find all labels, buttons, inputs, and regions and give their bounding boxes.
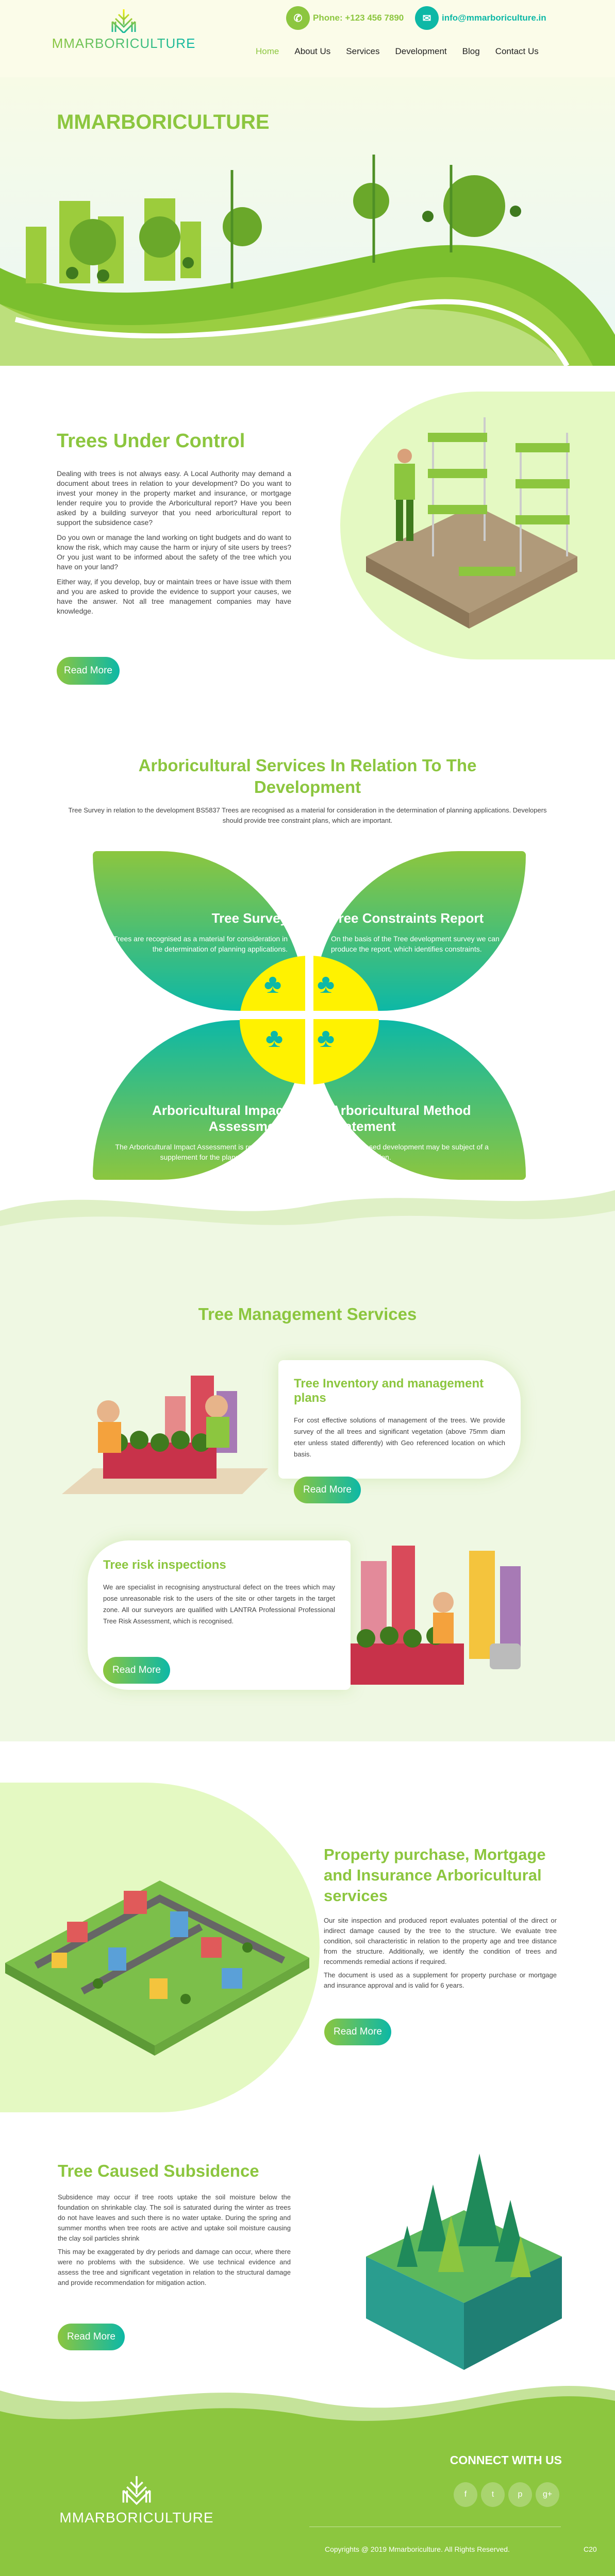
social-links: f t p g+ <box>454 2482 559 2507</box>
card-title: Tree risk inspections <box>103 1558 226 1572</box>
isometric-city-illustration <box>5 1880 309 2056</box>
card-text: The Arboricultural Impact Assessment is … <box>115 1143 288 1161</box>
vertical-farm-illustration <box>366 417 577 629</box>
subsidence-read-more-button[interactable]: Read More <box>58 2324 125 2350</box>
floating-island-illustration <box>366 2154 562 2370</box>
main-nav: Home About Us Services Development Blog … <box>256 46 539 57</box>
hero-title: MMARBORICULTURE <box>57 111 270 133</box>
site-footer <box>0 2432 615 2576</box>
card-title: Tree Constraints Report <box>331 910 484 926</box>
subsidence-paragraph: Subsidence may occur if tree roots uptak… <box>58 2193 291 2242</box>
card-title: Arboricultural Method Statement <box>331 1103 471 1134</box>
google-plus-icon[interactable]: g+ <box>536 2482 559 2507</box>
green-city-illustration <box>0 155 615 366</box>
services-title: Arboricultural Services In Relation To T… <box>138 756 477 796</box>
inventory-read-more-button[interactable]: Read More <box>294 1477 361 1503</box>
twitter-icon[interactable]: t <box>481 2482 505 2507</box>
intro-paragraph: Do you own or manage the land working on… <box>57 533 291 571</box>
logo-tree-icon <box>111 9 136 35</box>
connect-heading: CONNECT WITH US <box>450 2453 562 2467</box>
footer-logo[interactable]: MMARBORICULTURE <box>52 2473 222 2526</box>
copyright-text: Copyrights @ 2019 Mmarboriculture. All R… <box>325 2545 510 2553</box>
pinterest-icon[interactable]: p <box>508 2482 532 2507</box>
property-paragraph: Our site inspection and produced report … <box>324 1917 557 1965</box>
property-read-more-button[interactable]: Read More <box>324 2019 391 2045</box>
risk-read-more-button[interactable]: Read More <box>103 1657 170 1684</box>
nav-development[interactable]: Development <box>395 46 447 56</box>
gardeners-illustration <box>62 1376 268 1494</box>
divider <box>88 1011 531 1019</box>
card-title: Arboricultural Impact Assessment <box>152 1103 288 1134</box>
services-subtitle: Tree Survey in relation to the developme… <box>68 806 547 824</box>
property-title: Property purchase, Mortgage and Insuranc… <box>324 1845 546 1905</box>
subsidence-title: Tree Caused Subsidence <box>58 2161 259 2180</box>
footer-brand: MMARBORICULTURE <box>59 2510 214 2526</box>
nav-blog[interactable]: Blog <box>462 46 480 56</box>
greenhouse-illustration <box>351 1546 521 1685</box>
footer-wave <box>0 2386 615 2437</box>
phone-icon: ✆ <box>286 6 310 30</box>
intro-paragraph: Dealing with trees is not always easy. A… <box>57 469 291 527</box>
card-text: On the basis of the Tree development sur… <box>331 935 500 953</box>
card-text: We are specialist in recognising anystru… <box>103 1583 335 1625</box>
tree-icon: ♣ <box>264 969 282 999</box>
hero-banner: MMARBORICULTURE <box>0 77 615 366</box>
intro-text: Dealing with trees is not always easy. A… <box>57 469 291 616</box>
property-paragraph: The document is used as a supplement for… <box>324 1971 557 1989</box>
sapling-icon: ♣ <box>265 1023 284 1053</box>
intro-title: Trees Under Control <box>57 430 245 452</box>
mail-icon: ✉ <box>415 6 439 30</box>
intro-paragraph: Either way, if you develop, buy or maint… <box>57 578 291 615</box>
subsidence-paragraph: This may be exaggerated by dry periods a… <box>58 2248 291 2286</box>
nav-contact-us[interactable]: Contact Us <box>495 46 539 56</box>
email-text: info@mmarboriculture.in <box>442 13 546 23</box>
logo-text: MMARBORICULTURE <box>52 36 196 51</box>
intro-read-more-button[interactable]: Read More <box>57 657 120 685</box>
facebook-icon[interactable]: f <box>454 2482 477 2507</box>
management-title: Tree Management Services <box>198 1304 417 1324</box>
nav-home[interactable]: Home <box>256 46 279 56</box>
wave-divider <box>0 1190 615 1257</box>
phone-text: Phone: +123 456 7890 <box>313 13 404 23</box>
property-text: Our site inspection and produced report … <box>324 1916 557 1991</box>
card-text: For cost effective solutions of manageme… <box>294 1416 505 1458</box>
management-card-inventory: Tree Inventory and management plans For … <box>278 1360 521 1479</box>
header-logo[interactable]: MMARBORICULTURE <box>52 9 196 52</box>
card-text: Often proposed development may be subjec… <box>331 1143 489 1161</box>
site-header: MMARBORICULTURE ✆ Phone: +123 456 7890 ✉… <box>0 0 615 77</box>
card-title: Tree Inventory and management plans <box>294 1377 484 1405</box>
tree-icon: ♣ <box>317 1023 335 1053</box>
card-title: Tree Survey <box>211 910 288 926</box>
footer-code: C20 <box>584 2545 597 2553</box>
subsidence-text: Subsidence may occur if tree roots uptak… <box>58 2192 291 2288</box>
nav-services[interactable]: Services <box>346 46 380 56</box>
nav-about-us[interactable]: About Us <box>294 46 331 56</box>
card-text: Trees are recognised as a material for c… <box>113 935 288 953</box>
phone-contact[interactable]: ✆ Phone: +123 456 7890 <box>286 6 404 30</box>
logo-tree-icon <box>122 2476 151 2505</box>
tree-icon: ♣ <box>317 969 335 999</box>
email-contact[interactable]: ✉ info@mmarboriculture.in <box>415 6 546 30</box>
